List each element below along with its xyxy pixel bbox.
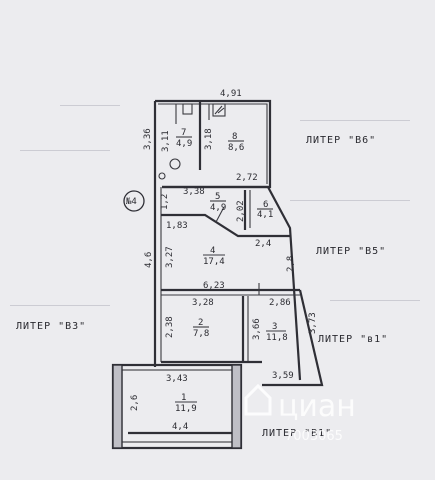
apartment-marker: №4 [123, 190, 145, 212]
room-8-area: 8,6 [228, 143, 244, 153]
cian-logo-icon [244, 383, 272, 416]
svg-text:4,91: 4,91 [220, 89, 242, 99]
liter-b6: ЛИТЕР "В6" [306, 135, 376, 146]
svg-text:3,11: 3,11 [161, 130, 171, 152]
room-4-area: 17,4 [203, 257, 225, 267]
svg-text:№4: №4 [125, 197, 137, 207]
room-1-number: 1 [181, 393, 186, 403]
svg-text:6,23: 6,23 [203, 281, 225, 291]
room-7-number: 7 [181, 128, 186, 138]
svg-text:3,27: 3,27 [165, 246, 175, 268]
svg-text:2,4: 2,4 [255, 239, 271, 249]
svg-text:3,36: 3,36 [143, 128, 153, 150]
svg-text:1,2: 1,2 [160, 194, 170, 210]
liter-b1-upper: ЛИТЕР "В1" [262, 428, 332, 439]
liter-labels: ЛИТЕР "В6" ЛИТЕР "В5" ЛИТЕР "В3" ЛИТЕР "… [16, 135, 388, 439]
svg-text:1,83: 1,83 [166, 221, 188, 231]
room-1-area: 11,9 [175, 404, 197, 414]
svg-text:4,4: 4,4 [172, 422, 188, 432]
room-2-area: 7,8 [193, 329, 209, 339]
svg-text:3,28: 3,28 [192, 298, 214, 308]
room-2-number: 2 [198, 318, 203, 328]
svg-text:3,43: 3,43 [166, 374, 188, 384]
svg-text:3,59: 3,59 [272, 371, 294, 381]
room-7-area: 4,9 [176, 139, 192, 149]
room-3-area: 11,8 [266, 333, 288, 343]
scan-noise [10, 105, 420, 306]
svg-text:2,6: 2,6 [130, 395, 140, 411]
watermark-brand: циан [278, 389, 356, 424]
svg-text:3,66: 3,66 [252, 318, 262, 340]
svg-text:4,6: 4,6 [144, 252, 154, 268]
svg-text:2,8: 2,8 [286, 256, 296, 272]
watermark: циан 7003065 [244, 383, 356, 444]
room-8-number: 8 [232, 132, 237, 142]
room-5-area: 4,9 [210, 203, 226, 213]
svg-text:3,73: 3,73 [308, 312, 318, 334]
svg-text:2,02: 2,02 [236, 200, 246, 222]
svg-text:3,38: 3,38 [183, 187, 205, 197]
room-6-number: 6 [263, 200, 268, 210]
fixtures [158, 103, 260, 380]
svg-text:3,18: 3,18 [204, 128, 214, 150]
room-5-number: 5 [215, 192, 220, 202]
room-3-number: 3 [272, 322, 277, 332]
room-6-area: 4,1 [257, 210, 273, 220]
room-labels: 7 4,9 8 8,6 5 4,9 6 4,1 4 17,4 2 7,8 3 1… [175, 128, 288, 414]
walls [111, 99, 324, 450]
watermark-id: 7003065 [285, 429, 343, 444]
svg-text:2,72: 2,72 [236, 173, 258, 183]
liter-b1-lower: ЛИТЕР "в1" [318, 334, 388, 345]
svg-text:2,38: 2,38 [165, 316, 175, 338]
svg-text:2,86: 2,86 [269, 298, 291, 308]
dimension-labels: 4,91 3,36 3,11 3,18 2,72 3,38 1,2 2,02 1… [130, 89, 318, 432]
liter-b5: ЛИТЕР "В5" [316, 246, 386, 257]
room-4-number: 4 [210, 246, 215, 256]
liter-b3: ЛИТЕР "В3" [16, 321, 86, 332]
